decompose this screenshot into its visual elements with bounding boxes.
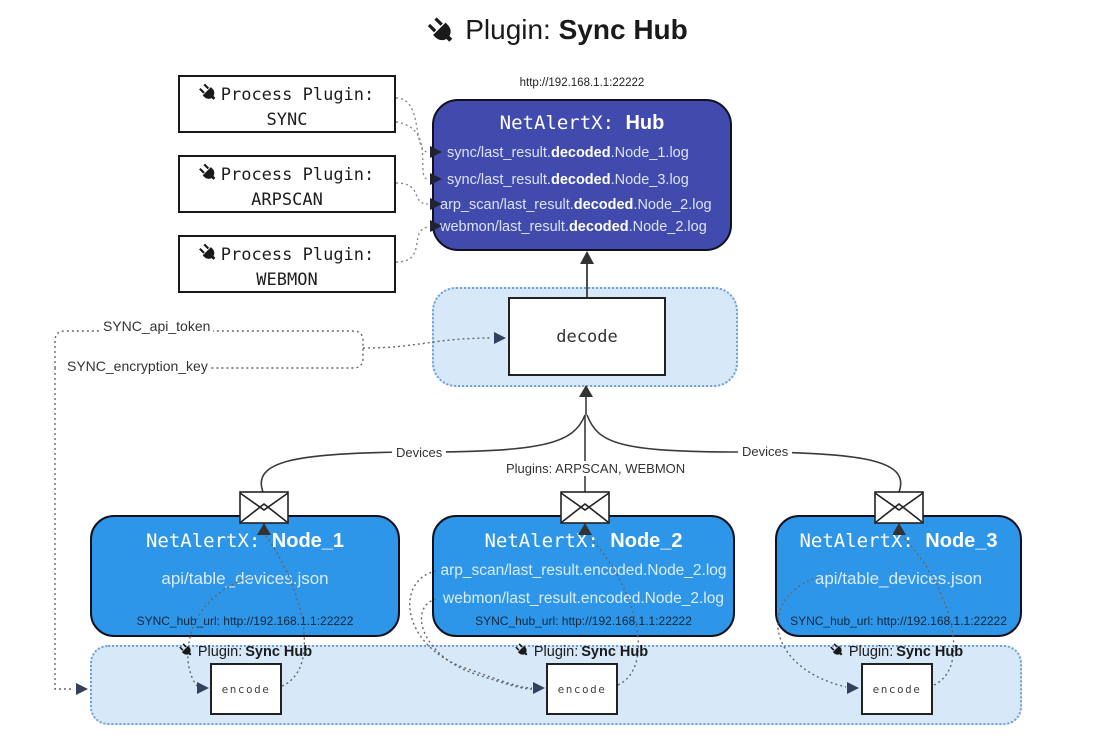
title-bold: Sync Hub [558, 14, 688, 45]
plug-icon [194, 159, 226, 191]
node-hub-url: SYNC_hub_url: http://192.168.1.1:22222 [475, 614, 692, 628]
hub-box: NetAlertX: Hub sync/last_result.decoded.… [432, 99, 732, 251]
process-plugin-name: ARPSCAN [251, 190, 323, 210]
plug-icon [826, 639, 850, 663]
hub-log-line: sync/last_result.decoded.Node_3.log [447, 172, 689, 188]
encode-label: encode [872, 682, 922, 696]
decode-box: decode [508, 297, 666, 376]
hub-log-line: arp_scan/last_result.decoded.Node_2.log [440, 197, 712, 213]
log-prefix: sync/last_result. [447, 145, 551, 161]
plug-icon [194, 239, 226, 271]
node-title: NetAlertX: Node_2 [434, 530, 733, 553]
node-title-bold: Node_1 [271, 530, 345, 552]
encode-box-1: encode [210, 663, 282, 715]
hub-title-bold: Hub [625, 112, 665, 134]
encode-box-2: encode [546, 663, 618, 715]
node-title-prefix: NetAlertX: [484, 530, 599, 552]
node-3-box: NetAlertX: Node_3 api/table_devices.json… [775, 515, 1022, 637]
encoder-plugin-prefix: Plugin: [533, 643, 579, 660]
hub-title-prefix: NetAlertX: [499, 112, 615, 134]
node-2-box: NetAlertX: Node_2 arp_scan/last_result.e… [432, 515, 735, 637]
node-title-prefix: NetAlertX: [145, 530, 261, 552]
process-plugin-name: SYNC [266, 110, 308, 130]
process-plugin-box-webmon: Process Plugin: WEBMON [178, 235, 396, 293]
devices-edge-label-right: Devices [738, 444, 793, 459]
node-1-box: NetAlertX: Node_1 api/table_devices.json… [90, 515, 400, 637]
log-suffix: .Node_2.log [633, 197, 712, 213]
node-title-bold: Node_2 [610, 530, 683, 552]
encoder-plugin-bold: Sync Hub [896, 643, 964, 660]
decode-label: decode [556, 326, 618, 347]
plug-icon [194, 79, 226, 111]
device-flow-curves [260, 396, 902, 493]
encode-box-3: encode [861, 663, 933, 715]
log-prefix: arp_scan/last_result. [440, 197, 574, 213]
strip-in-arrowhead [76, 683, 88, 695]
log-suffix: .Node_3.log [610, 172, 689, 188]
process-plugin-label: Process Plugin: [220, 244, 375, 265]
node-file-line: api/table_devices.json [814, 569, 983, 588]
plugins-edge-label: Plugins: ARPSCAN, WEBMON [502, 461, 685, 476]
log-bold: decoded [568, 219, 629, 235]
encoder-plugin-label-3: Plugin: Sync Hub [827, 642, 967, 661]
hub-address: http://192.168.1.1:22222 [519, 77, 645, 89]
hub-log-line: sync/last_result.decoded.Node_1.log [447, 145, 689, 161]
log-prefix: sync/last_result. [447, 172, 551, 188]
log-bold: decoded [550, 172, 611, 188]
encode-label: encode [221, 682, 271, 696]
encoder-plugin-prefix: Plugin: [848, 643, 894, 660]
hub-title: NetAlertX: Hub [434, 112, 730, 135]
hub-log-line: webmon/last_result.decoded.Node_2.log [440, 219, 707, 235]
process-plugin-label: Process Plugin: [220, 84, 375, 105]
encoder-plugin-label-1: Plugin: Sync Hub [176, 642, 316, 661]
plug-icon [511, 639, 535, 663]
log-suffix: .Node_1.log [610, 145, 689, 161]
node-title-bold: Node_3 [925, 530, 998, 552]
plug-icon [421, 10, 468, 57]
plug-icon [175, 639, 199, 663]
sync-api-token-label: SYNC_api_token [100, 318, 214, 334]
devices-edge-label-left: Devices [392, 445, 447, 460]
encoder-plugin-bold: Sync Hub [245, 643, 313, 660]
node-hub-url: SYNC_hub_url: http://192.168.1.1:22222 [136, 614, 354, 628]
node-hub-url: SYNC_hub_url: http://192.168.1.1:22222 [790, 614, 1007, 628]
sync-encryption-key-label: SYNC_encryption_key [64, 358, 211, 374]
node-title: NetAlertX: Node_3 [777, 530, 1020, 553]
process-plugin-name: WEBMON [256, 270, 318, 290]
process-plugin-label: Process Plugin: [220, 164, 375, 185]
process-plugin-box-sync: Process Plugin: SYNC [178, 75, 396, 133]
log-suffix: .Node_2.log [628, 219, 707, 235]
encoder-plugin-label-2: Plugin: Sync Hub [512, 642, 652, 661]
process-plugin-box-arpscan: Process Plugin: ARPSCAN [178, 155, 396, 213]
encoder-plugin-prefix: Plugin: [197, 643, 243, 660]
page-title: Plugin: Sync Hub [0, 14, 1117, 52]
process-to-hub-connectors [395, 97, 429, 263]
encode-label: encode [557, 682, 607, 696]
log-bold: decoded [573, 197, 634, 213]
node-file-line: arp_scan/last_result.encoded.Node_2.log [440, 562, 727, 579]
node-file-line: api/table_devices.json [161, 569, 329, 588]
node-title-prefix: NetAlertX: [799, 530, 914, 552]
node-title: NetAlertX: Node_1 [92, 530, 398, 553]
encoder-plugin-bold: Sync Hub [581, 643, 649, 660]
title-prefix: Plugin: [465, 14, 551, 45]
log-bold: decoded [550, 145, 611, 161]
node-file-line: webmon/last_result.encoded.Node_2.log [443, 590, 724, 607]
log-prefix: webmon/last_result. [440, 219, 569, 235]
